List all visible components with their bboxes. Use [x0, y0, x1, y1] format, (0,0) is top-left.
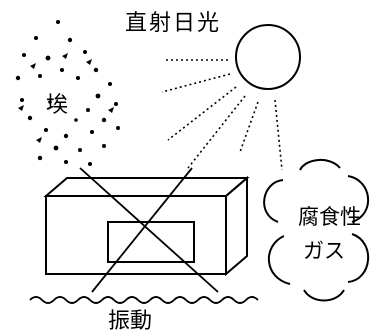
device-box — [43, 175, 250, 277]
prohibited-cross — [79, 167, 219, 293]
sun-rays — [161, 59, 283, 171]
vibration-wave — [29, 296, 259, 304]
dust-particles — [15, 20, 120, 166]
dust-label: 埃 — [46, 93, 68, 118]
sun-icon — [235, 24, 301, 90]
corrosive-gas-label-line1: 腐食性 — [298, 205, 361, 229]
gas-cloud-icon — [263, 159, 369, 302]
vibration-label: 振動 — [108, 309, 152, 334]
corrosive-gas-label-line2: ガス — [303, 239, 345, 263]
sunlight-label: 直射日光 — [125, 11, 221, 36]
